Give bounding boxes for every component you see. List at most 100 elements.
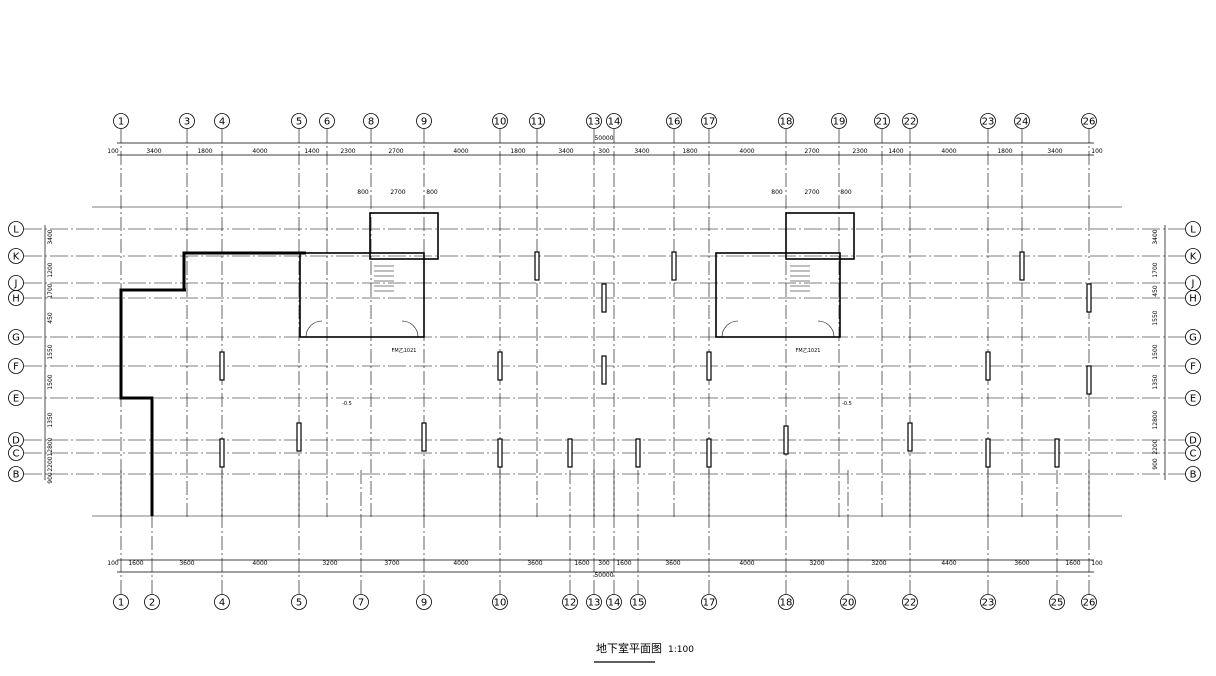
dim-overall-0: 50000: [594, 135, 613, 142]
bubble-right-F-label: F: [1190, 362, 1196, 373]
dim-bottom-17: 1600: [1065, 560, 1080, 567]
dim-bottom-9: 300: [598, 560, 610, 567]
dim-top-11: 3400: [634, 148, 649, 155]
dim-left-7: 12800: [47, 437, 54, 456]
bubble-top-1-circle: [113, 113, 129, 129]
dim-top-7: 4000: [453, 148, 468, 155]
dim-right-3: 1550: [1152, 310, 1159, 325]
dim-right-5: 1350: [1152, 374, 1159, 389]
bubble-bottom-14-label: 14: [608, 598, 621, 609]
dim-bottom-7: 3600: [527, 560, 542, 567]
bubble-bottom-17-label: 17: [703, 598, 716, 609]
core-right-upper: [785, 212, 855, 260]
bubble-bottom-15-label: 15: [632, 598, 645, 609]
bubble-top-21-circle: [874, 113, 890, 129]
bubble-bottom-23-label: 23: [982, 598, 995, 609]
bubble-right-G-circle: [1185, 329, 1201, 345]
dim-top-2: 1800: [197, 148, 212, 155]
bubble-top-6-label: 6: [324, 117, 330, 128]
bubble-bottom-7-label: 7: [358, 598, 364, 609]
wall-stub-4: [497, 351, 503, 381]
bubble-left-C-circle: [8, 445, 24, 461]
dim-top-20: 100: [1091, 148, 1103, 155]
bubble-left-F-label: F: [13, 362, 19, 373]
dim-overall-1: 50000: [594, 572, 613, 579]
bubble-top-26-label: 26: [1083, 117, 1096, 128]
dim-right-4: 1500: [1152, 344, 1159, 359]
wall-stub-9: [601, 355, 607, 385]
dim-bottom-10: 1600: [616, 560, 631, 567]
bubble-top-16-label: 16: [668, 117, 681, 128]
wall-left-outline: [119, 288, 186, 516]
wall-stub-2: [219, 438, 225, 468]
bubble-top-3-label: 3: [184, 117, 190, 128]
dim-top-14: 2700: [804, 148, 819, 155]
dim-bottom-1: 1600: [128, 560, 143, 567]
core-right-door-swing-right: [817, 320, 835, 338]
bubble-top-23-label: 23: [982, 117, 995, 128]
bubble-left-H-circle: [8, 290, 24, 306]
bubble-right-E-circle: [1185, 390, 1201, 406]
bubble-top-13-label: 13: [588, 117, 601, 128]
bubble-top-10-label: 10: [494, 117, 507, 128]
dim-stair-right-0: 800: [771, 189, 783, 196]
bubble-bottom-13-circle: [586, 594, 602, 610]
dim-stair-left-2: 800: [426, 189, 438, 196]
wall-stub-18: [1019, 251, 1025, 281]
bubble-top-16-circle: [666, 113, 682, 129]
bubble-bottom-18-label: 18: [780, 598, 793, 609]
bubble-left-B-circle: [8, 466, 24, 482]
dim-bottom-3: 4000: [252, 560, 267, 567]
dim-bottom-13: 3200: [809, 560, 824, 567]
bubble-top-11-label: 11: [531, 117, 544, 128]
level-mark-1: -0.5: [842, 401, 852, 407]
dim-stair-right-1: 2700: [804, 189, 819, 196]
wall-stub-7: [567, 438, 573, 468]
bubble-left-H-label: H: [12, 294, 20, 305]
dim-top-1: 3400: [146, 148, 161, 155]
dim-stair-left-1: 2700: [390, 189, 405, 196]
dim-top-10: 300: [598, 148, 610, 155]
wall-stub-15: [907, 422, 913, 452]
wall-stub-19: [1054, 438, 1060, 468]
dim-top-4: 1400: [304, 148, 319, 155]
wall-stub-1: [296, 422, 302, 452]
bubble-bottom-2-label: 2: [149, 598, 155, 609]
wall-stub-13: [706, 438, 712, 468]
dim-stair-right-2: 800: [840, 189, 852, 196]
bubble-bottom-23-circle: [980, 594, 996, 610]
dim-bottom-0: 100: [107, 560, 119, 567]
bubble-top-24-circle: [1014, 113, 1030, 129]
bubble-right-C-label: C: [1190, 449, 1197, 460]
bubble-left-E-circle: [8, 390, 24, 406]
dim-left-6: 1350: [47, 412, 54, 427]
dim-stair-left-0: 800: [357, 189, 369, 196]
bubble-bottom-4-label: 4: [219, 598, 225, 609]
bubble-top-5-label: 5: [296, 117, 302, 128]
dim-top-9: 3400: [558, 148, 573, 155]
bubble-top-22-circle: [902, 113, 918, 129]
bubble-top-18-label: 18: [780, 117, 793, 128]
bubble-left-L-circle: [8, 221, 24, 237]
bubble-bottom-22-label: 22: [904, 598, 917, 609]
dim-bottom-2: 3600: [179, 560, 194, 567]
bubble-top-10-circle: [492, 113, 508, 129]
dim-top-15: 2300: [852, 148, 867, 155]
bubble-bottom-14-circle: [606, 594, 622, 610]
dimension-lines: [44, 142, 1166, 573]
bubble-right-B-circle: [1185, 466, 1201, 482]
bubble-bottom-20-circle: [840, 594, 856, 610]
dim-right-0: 3400: [1152, 229, 1159, 244]
bubble-bottom-25-circle: [1049, 594, 1065, 610]
bubble-top-19-label: 19: [833, 117, 846, 128]
bubble-bottom-1-circle: [113, 594, 129, 610]
dim-left-0: 3400: [47, 229, 54, 244]
bubble-right-K-label: K: [1190, 252, 1197, 263]
bubble-right-G-label: G: [1189, 333, 1197, 344]
dim-bottom-14: 3200: [871, 560, 886, 567]
bubble-bottom-26-circle: [1081, 594, 1097, 610]
wall-stub-0: [219, 351, 225, 381]
dim-top-16: 1400: [888, 148, 903, 155]
bubble-top-24-label: 24: [1016, 117, 1029, 128]
